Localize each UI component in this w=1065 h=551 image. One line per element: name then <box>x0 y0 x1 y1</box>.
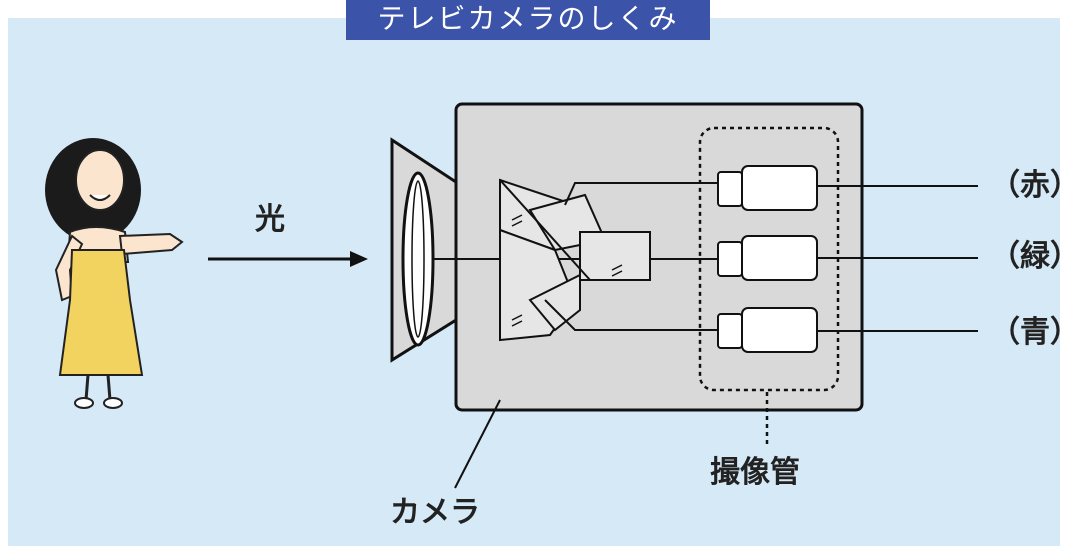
light-arrow <box>208 251 368 267</box>
pickup-tube-blue <box>717 307 818 353</box>
camera-leader-line <box>454 399 501 489</box>
output-lines <box>817 185 978 332</box>
woman-figure <box>45 138 184 409</box>
output-red-label: （赤） <box>990 168 1065 203</box>
split-light-paths <box>544 182 720 331</box>
pickup-tube-red <box>717 165 818 211</box>
output-blue-label: （青） <box>990 315 1065 350</box>
light-label: 光 <box>255 202 285 237</box>
output-green-label: （緑） <box>990 239 1065 274</box>
camera-label: カメラ <box>390 495 480 530</box>
diagram-title: テレビカメラのしくみ <box>346 0 710 40</box>
pickup-tube-label: 撮像管 <box>710 455 800 490</box>
pickup-tube-green <box>717 235 818 281</box>
